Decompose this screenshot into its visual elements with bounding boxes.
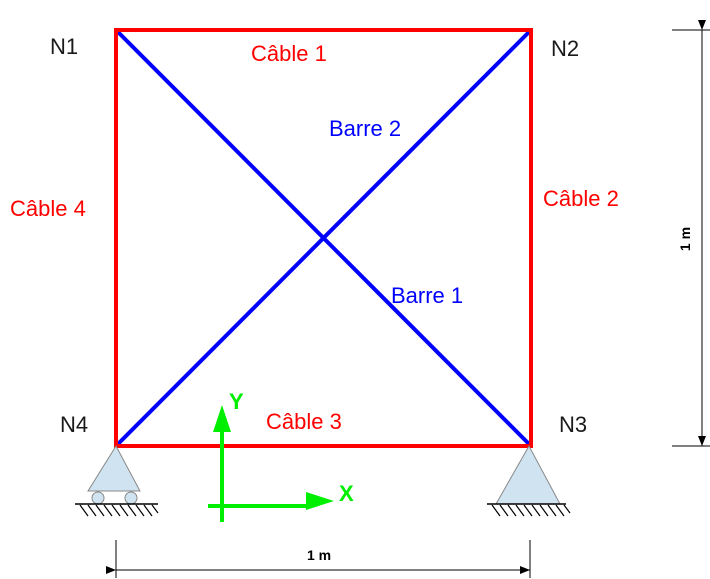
- axis-label-x: X: [339, 481, 354, 506]
- cable-label-3: Câble 3: [266, 409, 342, 434]
- cable-label-1: Câble 1: [251, 41, 327, 66]
- dimension-width-label: 1 m: [307, 547, 332, 563]
- bar-label-1: Barre 1: [391, 283, 464, 308]
- node-label-n2: N2: [551, 36, 580, 61]
- roller-support-n4: [75, 445, 159, 517]
- cable-label-2: Câble 2: [543, 186, 619, 211]
- dimension-height: [672, 20, 710, 447]
- bar-2: [114, 28, 533, 448]
- node-label-n1: N1: [50, 34, 79, 59]
- axis-label-y: Y: [229, 389, 244, 414]
- pin-support-n3: [487, 444, 571, 517]
- dimension-width: [106, 540, 531, 578]
- coordinate-axes: [208, 405, 334, 522]
- bar-label-2: Barre 2: [329, 116, 402, 141]
- cable-label-4: Câble 4: [10, 196, 86, 221]
- dimension-height-label: 1 m: [677, 226, 694, 252]
- node-label-n3: N3: [559, 412, 588, 437]
- node-label-n4: N4: [60, 412, 89, 437]
